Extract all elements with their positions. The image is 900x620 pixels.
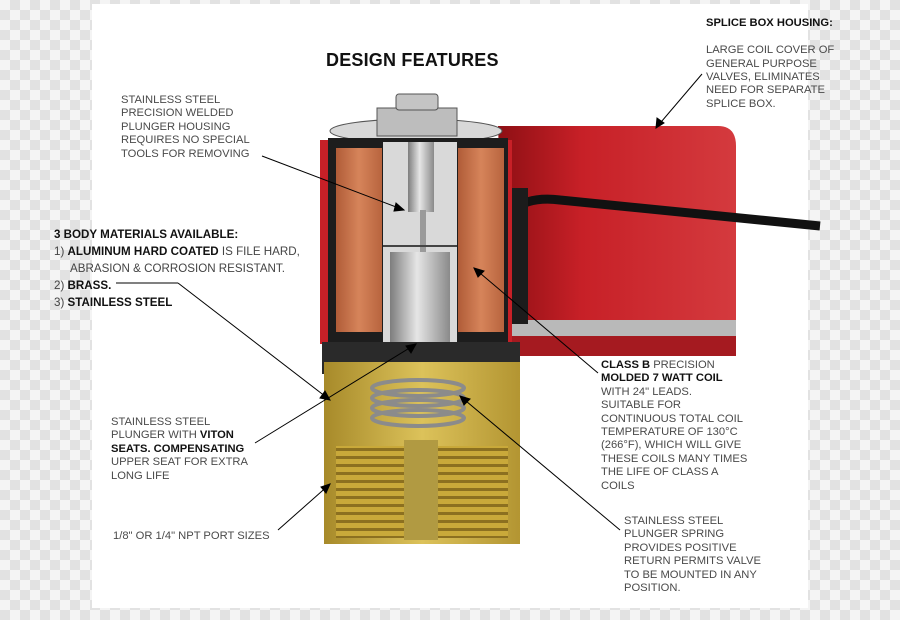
plug-nut bbox=[408, 142, 434, 212]
body-materials-heading: 3 BODY MATERIALS AVAILABLE: bbox=[54, 228, 239, 241]
splice-box-text: LARGE COIL COVER OF GENERAL PURPOSE VALV… bbox=[706, 44, 835, 110]
hex-nut bbox=[376, 107, 458, 137]
coil-label: CLASS B PRECISION MOLDED 7 WATT COIL WIT… bbox=[601, 359, 747, 493]
plunger-line-2: PLUNGER WITH VITON bbox=[111, 429, 248, 442]
item-1-number: 1) bbox=[54, 245, 65, 258]
plunger-line-4: UPPER SEAT FOR EXTRA bbox=[111, 456, 248, 469]
item-2-number: 2) bbox=[54, 279, 65, 292]
coil-line-1: CLASS B PRECISION bbox=[601, 359, 747, 372]
splice-box-label: SPLICE BOX HOUSING: LARGE COIL COVER OF … bbox=[706, 4, 834, 125]
plunger-housing-label: STAINLESS STEEL PRECISION WELDED PLUNGER… bbox=[121, 94, 250, 160]
body-material-item-3: 3) STAINLESS STEEL bbox=[54, 294, 300, 311]
splice-box-heading: SPLICE BOX HOUSING: bbox=[706, 17, 833, 30]
plunger-label: STAINLESS STEEL PLUNGER WITH VITON SEATS… bbox=[111, 416, 248, 483]
callout-lines bbox=[116, 73, 703, 531]
spring-label: STAINLESS STEEL PLUNGER SPRING PROVIDES … bbox=[624, 515, 761, 595]
brass-valve-body bbox=[322, 342, 520, 544]
plunger-line-2-plain: PLUNGER WITH bbox=[111, 429, 200, 442]
nut-top bbox=[395, 93, 439, 111]
body-material-item-1-line2: ABRASION & CORROSION RESISTANT. bbox=[70, 262, 285, 275]
item-1-name: ALUMINUM HARD COATED bbox=[67, 245, 219, 258]
plunger-line-2-bold: VITON bbox=[199, 429, 234, 442]
plunger-line-1: STAINLESS STEEL bbox=[111, 416, 211, 428]
item-2-name: BRASS. bbox=[67, 279, 112, 292]
plunger-line-3: SEATS. COMPENSATING bbox=[111, 442, 245, 455]
plunger-line-5: LONG LIFE bbox=[111, 469, 170, 482]
item-3-name: STAINLESS STEEL bbox=[67, 296, 173, 309]
page-title: DESIGN FEATURES bbox=[326, 50, 499, 70]
body-material-item-1: 1) ALUMINUM HARD COATED IS FILE HARD, bbox=[54, 243, 300, 260]
body-material-item-2: 2) BRASS. bbox=[54, 277, 300, 294]
coil-line-1-rest: PRECISION bbox=[650, 359, 715, 371]
coil-winding-left bbox=[336, 148, 382, 332]
coil-line-2: MOLDED 7 WATT COIL bbox=[601, 372, 723, 385]
plug-pin bbox=[420, 210, 426, 254]
item-3-number: 3) bbox=[54, 296, 65, 309]
splice-box-housing bbox=[498, 126, 736, 356]
coil-winding-right bbox=[458, 148, 504, 332]
body-materials-list: 3 BODY MATERIALS AVAILABLE: 1) ALUMINUM … bbox=[54, 226, 300, 311]
coil-line-1-bold: CLASS B bbox=[601, 359, 651, 371]
coil-text: WITH 24" LEADS. SUITABLE FOR CONTINUOUS … bbox=[601, 385, 748, 492]
port-sizes-label: 1/8" OR 1/4" NPT PORT SIZES bbox=[113, 530, 270, 542]
item-1-rest: IS FILE HARD, bbox=[218, 245, 300, 258]
